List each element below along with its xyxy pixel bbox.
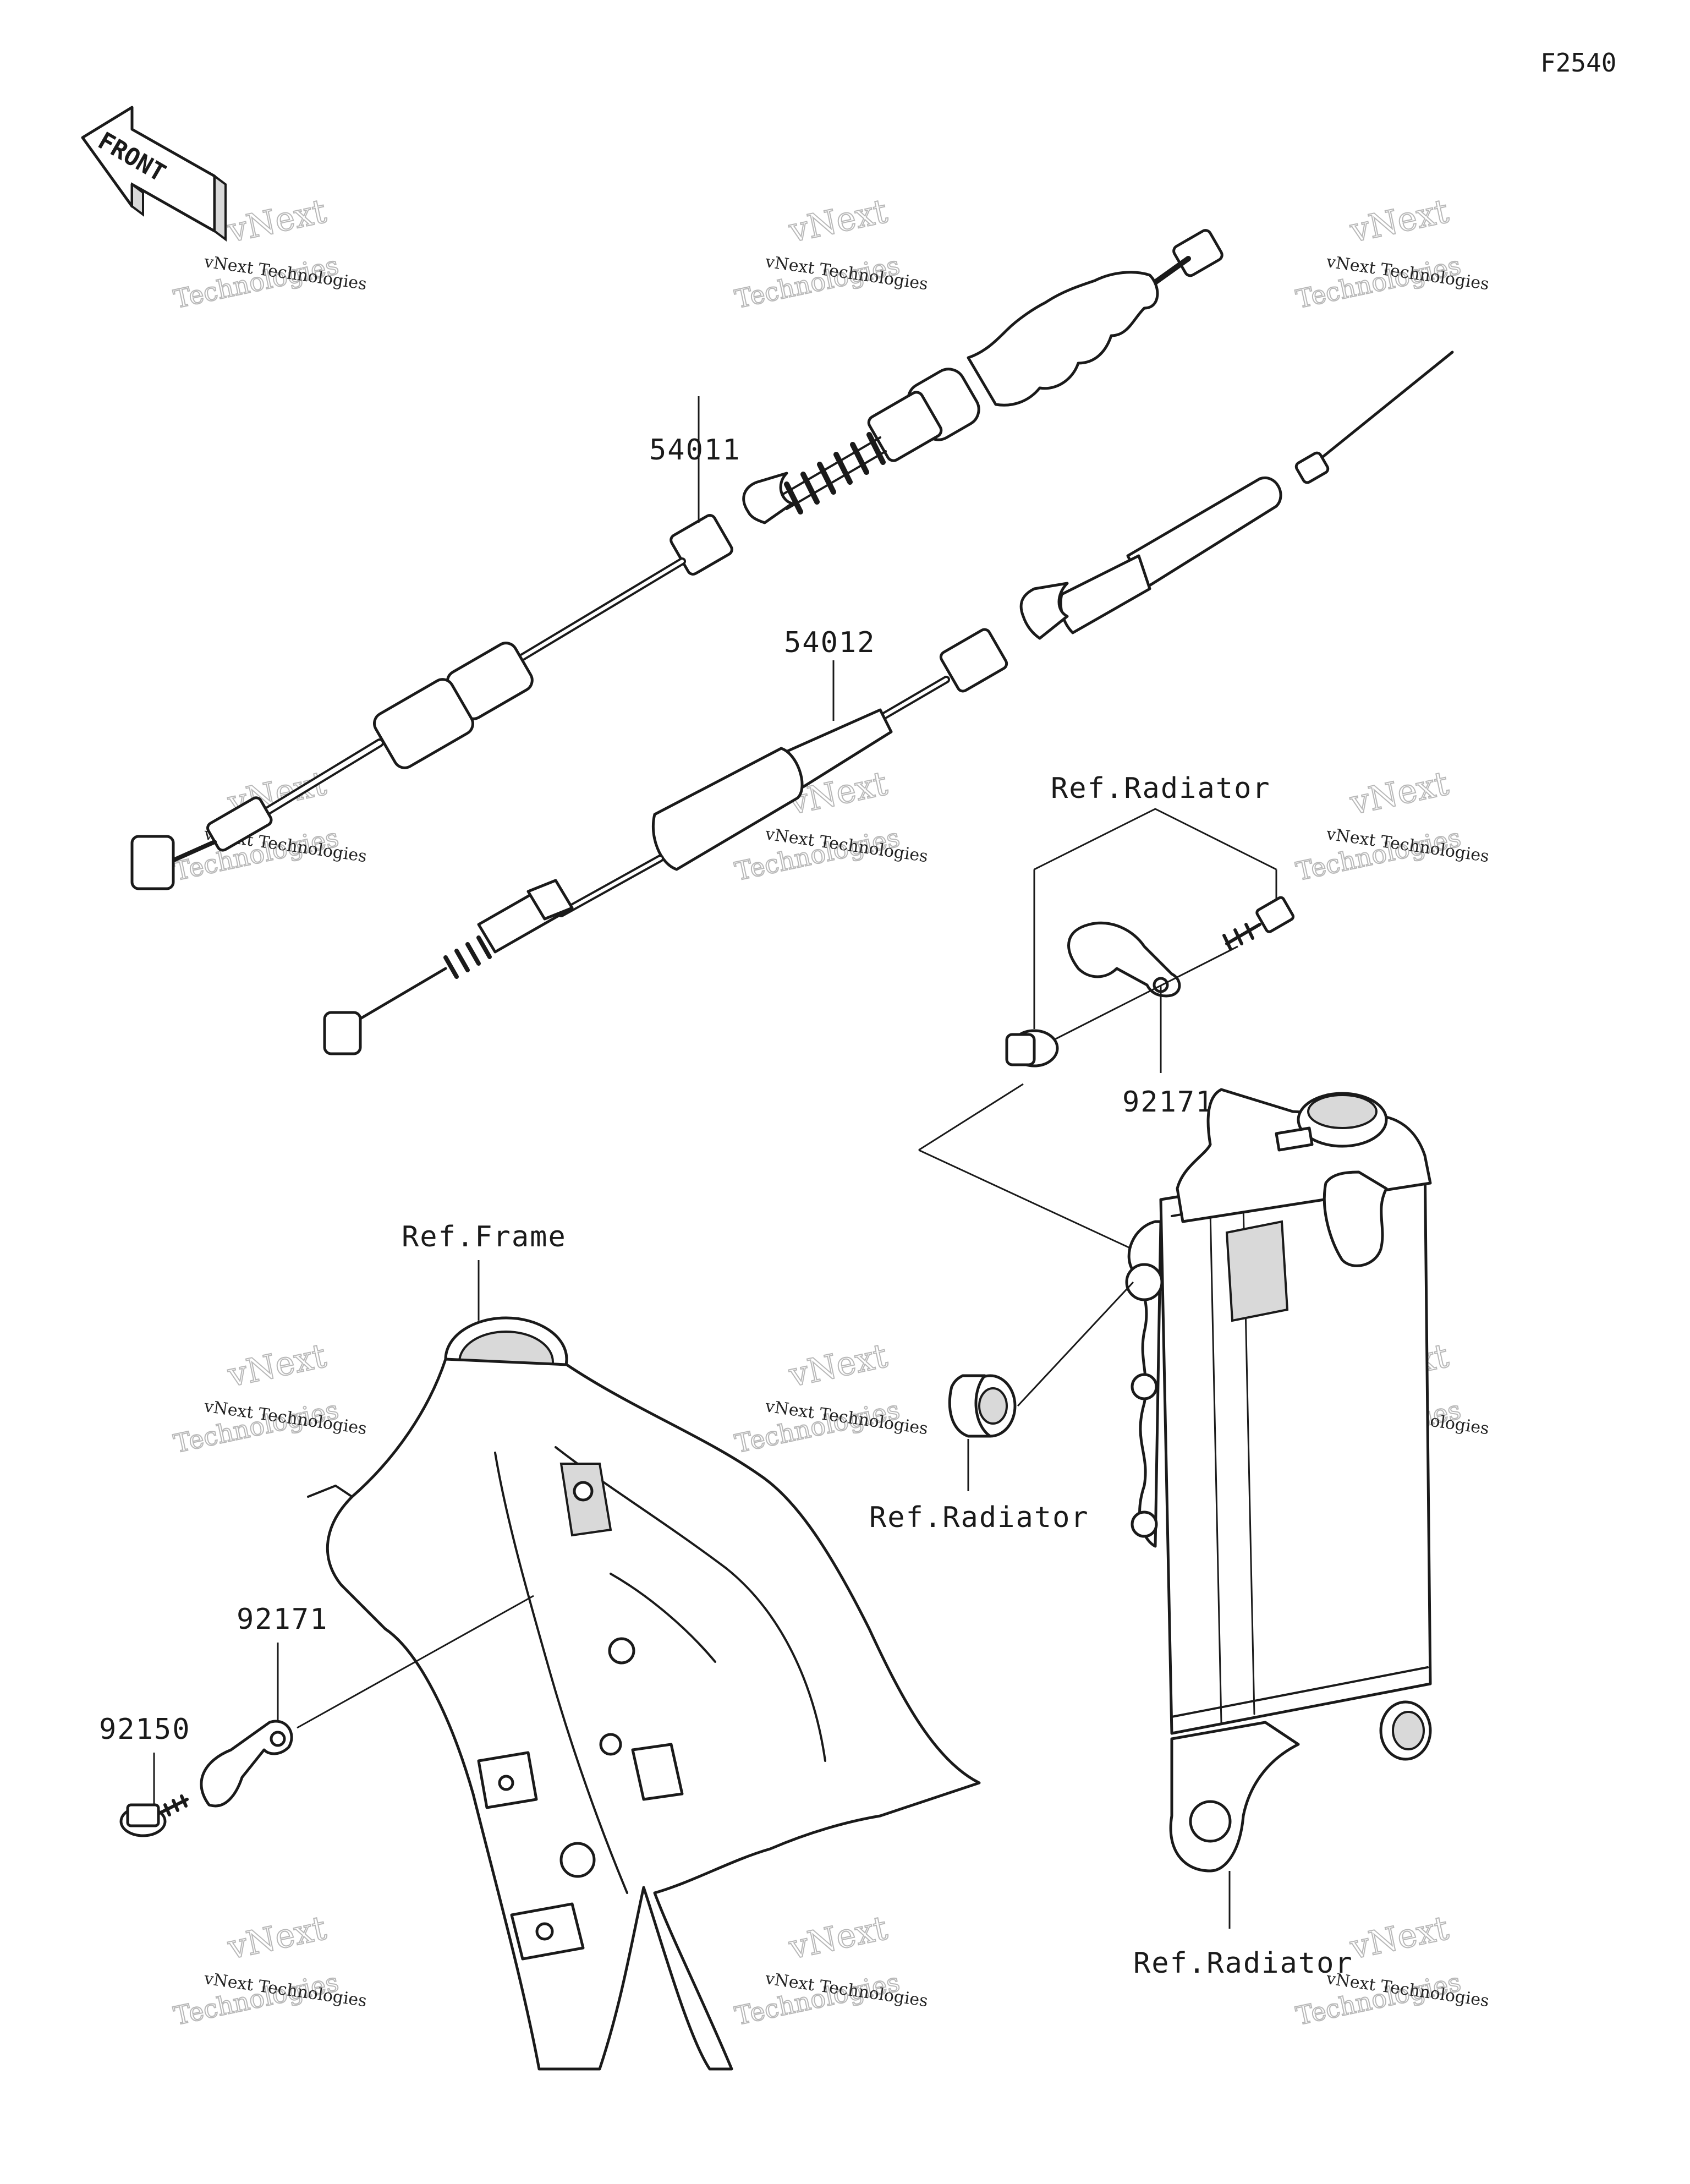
front-arrow-icon: FRONT: [81, 106, 227, 242]
svg-text:vNext: vNext: [1347, 764, 1452, 823]
frame: Ref.Frame: [307, 1220, 981, 2071]
watermark: vNext Technologies vNext Technologies: [732, 191, 929, 315]
watermark: vNext Technologies vNext Technologies: [171, 1336, 368, 1459]
watermark: vNext Technologies vNext Technologies: [1293, 764, 1490, 887]
callout-92150: 92150: [99, 1713, 191, 1746]
callout-92171-top: 92171: [1122, 1086, 1214, 1119]
svg-text:vNext: vNext: [1347, 1909, 1452, 1967]
watermark: vNext Technologies vNext Technologies: [171, 1908, 368, 2032]
svg-text:vNext: vNext: [1347, 192, 1452, 250]
svg-text:vNext: vNext: [224, 1337, 330, 1395]
bolt-icon: [1222, 896, 1295, 951]
svg-text:vNext: vNext: [786, 192, 891, 250]
callout-92171-left: 92171: [237, 1603, 328, 1636]
flange-bolt-icon: [119, 1794, 189, 1837]
figure-code: F2540: [1540, 48, 1616, 78]
cable-clamp-icon: [200, 1720, 293, 1808]
frame-clamp-group: 92171 92150: [99, 1595, 534, 1837]
radiator: Ref.Radiator: [1125, 1088, 1432, 1980]
callout-ref-radiator-bottom: Ref.Radiator: [1133, 1947, 1353, 1980]
callout-ref-frame: Ref.Frame: [402, 1220, 567, 1254]
svg-text:vNext: vNext: [224, 1909, 330, 1967]
clutch-cable-54011: 54011: [130, 229, 1223, 890]
grommet-icon: [1005, 1029, 1059, 1068]
callout-54011: 54011: [649, 434, 741, 467]
cable-spring: [780, 432, 887, 514]
svg-text:vNext: vNext: [224, 192, 330, 250]
svg-text:vNext: vNext: [786, 1909, 891, 1967]
watermark: vNext Technologies vNext Technologies: [732, 1336, 929, 1459]
callout-ref-radiator-mid: Ref.Radiator: [869, 1501, 1089, 1534]
watermark: vNext Technologies vNext Technologies: [732, 1908, 929, 2032]
watermark: vNext Technologies vNext Technologies: [1293, 191, 1490, 315]
throttle-cable-54012: 54012: [323, 351, 1454, 1055]
callout-ref-radiator-top: Ref.Radiator: [1051, 772, 1271, 805]
callout-54012: 54012: [784, 626, 876, 659]
svg-text:vNext: vNext: [786, 1337, 891, 1395]
radiator-grommet: Ref.Radiator: [869, 1281, 1134, 1534]
